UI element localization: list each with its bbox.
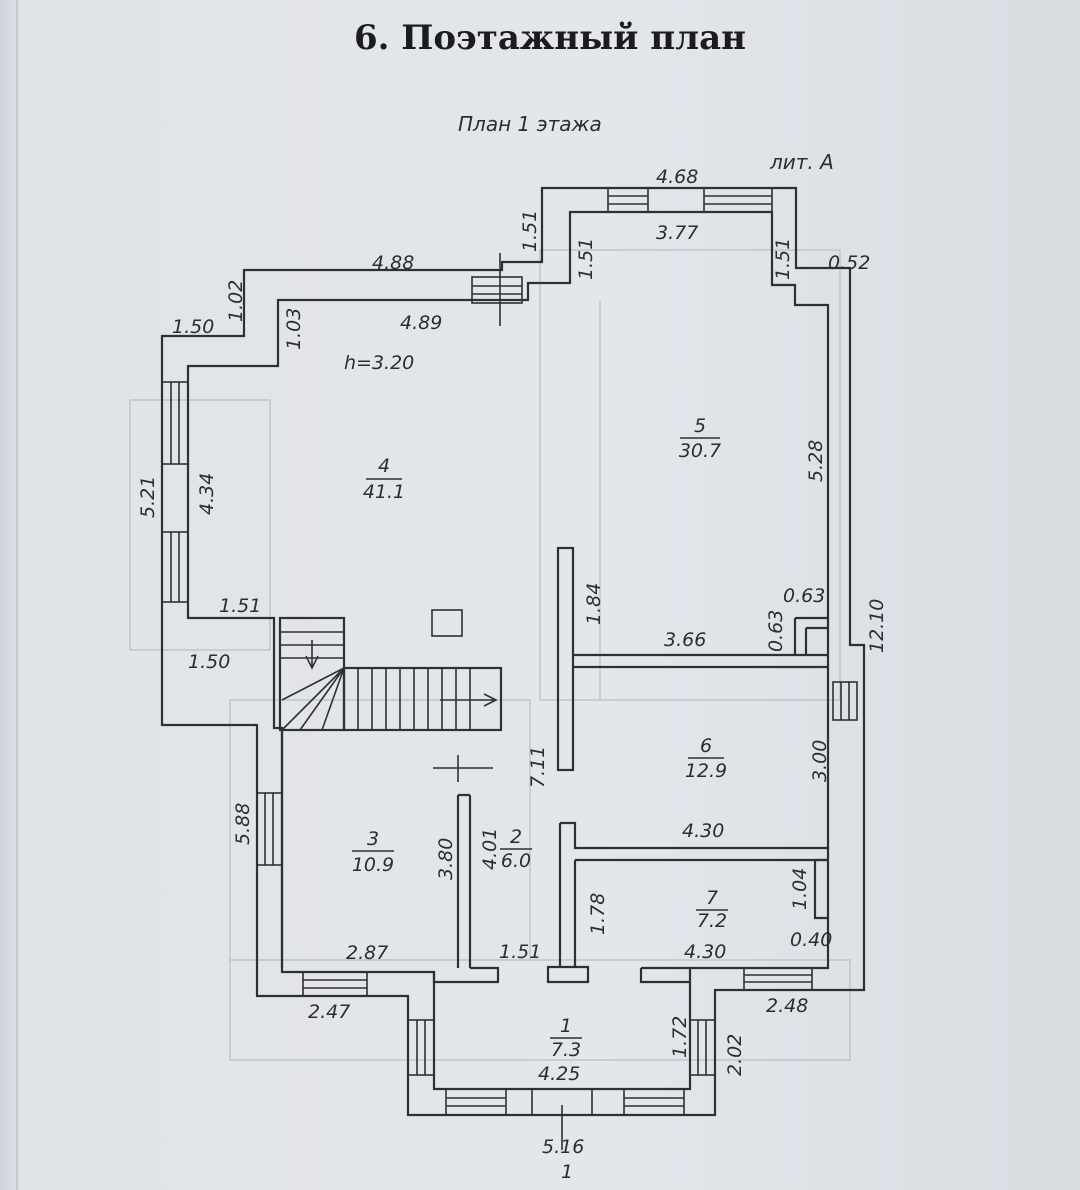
- dim-434: 4.34: [196, 473, 218, 515]
- ceiling-height: h=3.20: [344, 352, 414, 374]
- dim-063-v: 0.63: [765, 610, 787, 652]
- dim-150-top: 1.50: [172, 316, 214, 338]
- room-1-area: 7.3: [551, 1039, 581, 1061]
- room-2-area: 6.0: [501, 850, 531, 872]
- dim-489: 4.89: [400, 312, 442, 334]
- dimensions-horizontal: 4.68 3.77 0.52 4.88 4.89 1.50 1.51 1.50 …: [172, 166, 870, 1158]
- dim-202: 2.02: [724, 1034, 746, 1076]
- dim-377: 3.77: [656, 222, 698, 244]
- dim-104: 1.04: [789, 868, 811, 910]
- outer-wall: [160, 186, 866, 1117]
- room-1-number: 1: [560, 1015, 572, 1037]
- dim-521: 5.21: [137, 476, 159, 518]
- dim-178: 1.78: [587, 893, 609, 935]
- dim-588: 5.88: [232, 803, 254, 845]
- dim-063-h: 0.63: [783, 585, 825, 607]
- dim-151-left: 1.51: [219, 595, 261, 617]
- dim-040: 0.40: [790, 929, 832, 951]
- partitions: [278, 546, 828, 1150]
- dim-1210: 12.10: [866, 599, 888, 653]
- dim-102: 1.02: [225, 280, 247, 322]
- dim-184: 1.84: [583, 583, 605, 625]
- room-3-number: 3: [367, 828, 379, 850]
- dim-528: 5.28: [805, 440, 827, 482]
- room-4-area: 41.1: [363, 481, 405, 503]
- litera-label: лит. А: [769, 150, 834, 174]
- dim-103: 1.03: [283, 308, 305, 350]
- section-mark: 1: [561, 1161, 573, 1183]
- dim-468: 4.68: [656, 166, 698, 188]
- dim-430-bottom: 4.30: [684, 941, 726, 963]
- dim-052: 0.52: [828, 252, 870, 274]
- room-5-area: 30.7: [679, 440, 721, 462]
- sheet-edge: [16, 0, 18, 1190]
- room-7-area: 7.2: [697, 910, 727, 932]
- dim-711: 7.11: [527, 746, 549, 788]
- dim-425: 4.25: [538, 1063, 580, 1085]
- dim-150-left: 1.50: [188, 651, 230, 673]
- dim-366: 3.66: [664, 629, 706, 651]
- dim-151-bottom: 1.51: [499, 941, 541, 963]
- room-4-number: 4: [378, 455, 390, 477]
- inner-wall: [186, 210, 830, 1091]
- windows: [161, 187, 858, 1116]
- room-labels: 4 41.1 5 30.7 6 12.9 3 10.9 2 6.0 7 7.2 …: [352, 415, 728, 1061]
- dim-151-b: 1.51: [575, 238, 597, 280]
- bleed-through: [129, 249, 851, 1061]
- dim-380: 3.80: [435, 838, 457, 880]
- dim-430-top: 4.30: [682, 820, 724, 842]
- room-6-number: 6: [700, 735, 712, 757]
- dim-287: 2.87: [346, 942, 388, 964]
- room-2-number: 2: [510, 826, 522, 848]
- dim-172: 1.72: [669, 1016, 691, 1058]
- dim-248: 2.48: [766, 995, 808, 1017]
- dim-516: 5.16: [542, 1136, 584, 1158]
- dimensions-vertical: 1.51 1.51 1.51 1.02 1.03 5.21 4.34 5.28 …: [137, 210, 888, 1076]
- page-title: 6. Поэтажный план: [353, 18, 747, 58]
- dim-247: 2.47: [308, 1001, 350, 1023]
- dim-151-c: 1.51: [772, 238, 794, 280]
- plan-subtitle: План 1 этажа: [458, 112, 602, 136]
- dim-300: 3.00: [809, 740, 831, 782]
- room-3-area: 10.9: [352, 854, 394, 876]
- room-5-number: 5: [694, 415, 706, 437]
- dim-151-a: 1.51: [519, 210, 541, 252]
- dim-488: 4.88: [372, 252, 414, 274]
- room-6-area: 12.9: [685, 760, 727, 782]
- dim-401: 4.01: [479, 828, 501, 870]
- room-7-number: 7: [706, 887, 718, 909]
